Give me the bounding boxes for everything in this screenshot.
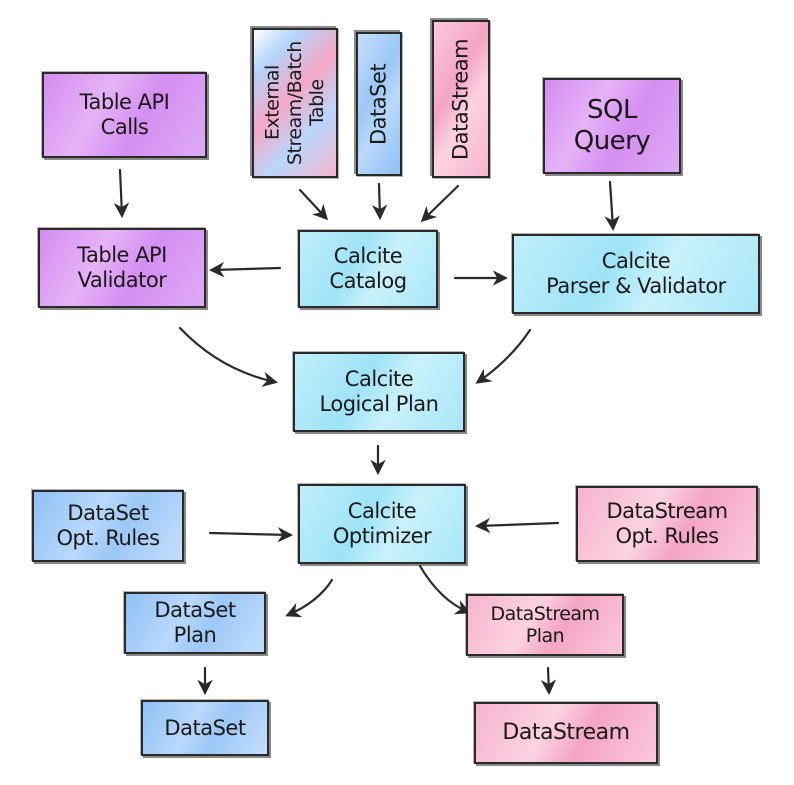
edge-datastream-source-to-catalog	[420, 184, 460, 223]
node-label-line: Catalog	[329, 269, 407, 293]
node-table-api-validator: Table API Validator	[38, 228, 206, 308]
node-label-line: DataStream	[490, 602, 600, 625]
node-label-line: DataSet	[366, 63, 391, 145]
edge-dataset-source-to-catalog	[371, 182, 388, 221]
edge-datastream-plan-to-output	[540, 666, 557, 696]
edge-table-api-calls-to-validator	[113, 168, 130, 219]
node-table-api-calls: Table API Calls	[42, 72, 207, 158]
node-sql-query: SQL Query	[543, 78, 681, 174]
node-calcite-parser-validator: Calcite Parser & Validator	[512, 234, 760, 314]
node-datastream-output: DataStream	[474, 702, 658, 764]
node-label-line: Validator	[77, 268, 167, 292]
edge-parser-to-logical-plan	[475, 328, 532, 384]
node-datastream-plan: DataStream Plan	[466, 594, 624, 656]
node-calcite-catalog: Calcite Catalog	[298, 230, 438, 308]
node-label-line: DataStream	[606, 499, 728, 524]
node-label-line: Optimizer	[332, 524, 432, 548]
node-label-line: Plan	[525, 625, 565, 647]
edge-optimizer-to-datastream-plan	[418, 564, 471, 615]
edge-dataset-rules-to-optimizer	[208, 526, 294, 543]
node-label-line: DataSet	[67, 501, 149, 526]
edge-optimizer-to-dataset-plan	[285, 578, 334, 618]
node-label-line: Opt. Rules	[615, 524, 719, 548]
node-label-line: Query	[573, 126, 651, 156]
node-label-line: Table API	[79, 90, 170, 115]
node-label-line: Table	[306, 79, 329, 127]
node-label-line: Stream/Batch	[283, 41, 306, 165]
edge-datastream-rules-to-optimizer	[474, 517, 560, 534]
edge-catalog-to-table-api-validator	[208, 261, 282, 278]
node-dataset-output: DataSet	[141, 700, 269, 756]
node-label-line: Plan	[173, 623, 217, 647]
node-label-line: SQL	[587, 95, 637, 126]
node-label-line: Calcite	[333, 244, 403, 269]
node-label-line: DataStream	[448, 38, 473, 160]
node-label-line: Calcite	[601, 249, 671, 274]
node-label-line: Logical Plan	[319, 392, 439, 416]
node-datastream-opt-rules: DataStream Opt. Rules	[576, 486, 758, 562]
node-calcite-optimizer: Calcite Optimizer	[298, 484, 466, 564]
node-label-line: DataSet	[154, 598, 236, 623]
edge-external-table-to-catalog	[298, 188, 329, 221]
node-label-line: Table API	[77, 243, 167, 268]
node-label-line: Calcite	[347, 499, 417, 524]
node-dataset-plan: DataSet Plan	[124, 592, 266, 654]
node-label-line: Parser & Validator	[546, 274, 726, 298]
node-label-line: External	[261, 65, 284, 141]
node-label-line: DataSet	[164, 715, 246, 740]
edge-validator-to-logical-plan	[178, 326, 279, 387]
node-external-table: External Stream/Batch Table	[252, 28, 338, 178]
node-label-line: Calls	[100, 115, 149, 139]
node-dataset-source: DataSet	[356, 32, 402, 176]
node-label-line: DataStream	[502, 720, 630, 746]
node-label-line: Opt. Rules	[56, 526, 160, 550]
node-label-line: Calcite	[344, 367, 414, 392]
node-calcite-logical-plan: Calcite Logical Plan	[293, 352, 465, 432]
node-dataset-opt-rules: DataSet Opt. Rules	[32, 490, 184, 562]
edge-sql-to-parser	[604, 180, 620, 232]
node-datastream-source: DataStream	[432, 20, 490, 178]
